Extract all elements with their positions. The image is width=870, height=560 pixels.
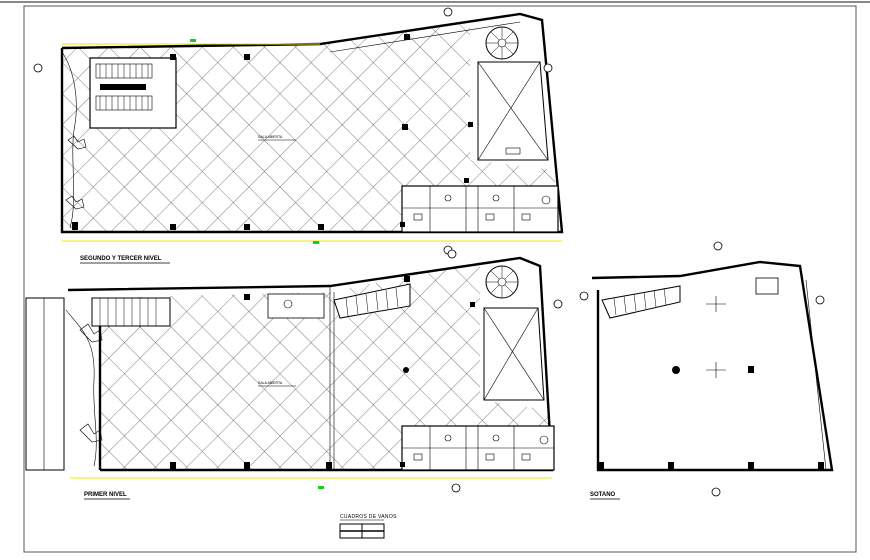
legend-title: CUADROS DE VANOS [340,514,397,520]
upper-floor-area [62,22,555,232]
ground-angled-stairs [333,283,411,319]
upper-restrooms [401,185,559,233]
ground-floor-area [100,262,548,470]
ground-floor-plan: SALA ABIERTA PRIMER NIVEL [25,249,563,500]
openings-legend: CUADROS DE VANOS [339,514,397,539]
ground-restrooms [401,425,555,471]
ground-entrance-strip [25,297,65,471]
ground-columns [170,276,475,470]
upper-light-well [477,61,549,161]
sheet-frame [23,5,857,553]
ground-marker [318,486,324,489]
basement-columns [598,366,824,470]
upper-marker-top [190,39,196,42]
ground-plan-title: PRIMER NIVEL [84,492,127,498]
upper-marker-bottom [313,241,319,244]
basement-plan-title: SOTANO [590,492,616,498]
upper-floor-plan: SALA ABIERTA SEGUNDO Y TERCER NIVEL [33,7,564,264]
basement-shaft [755,277,779,295]
ground-axis-markers [447,249,563,493]
ground-light-well [483,307,545,401]
ground-duct [267,293,325,319]
upper-columns [72,34,473,230]
upper-stairs [89,57,177,129]
upper-spiral-stair [485,26,519,60]
basement-stairs [601,285,681,319]
upper-axis-markers [33,7,553,255]
ground-room-label: SALA ABIERTA [258,381,283,385]
basement-plan: SOTANO [579,241,834,500]
upper-room-label: SALA ABIERTA [258,135,283,139]
ground-stairs [91,297,171,327]
basement-axis-markers [579,241,825,497]
upper-plan-title: SEGUNDO Y TERCER NIVEL [80,256,162,262]
ground-spiral-stair [485,265,519,299]
